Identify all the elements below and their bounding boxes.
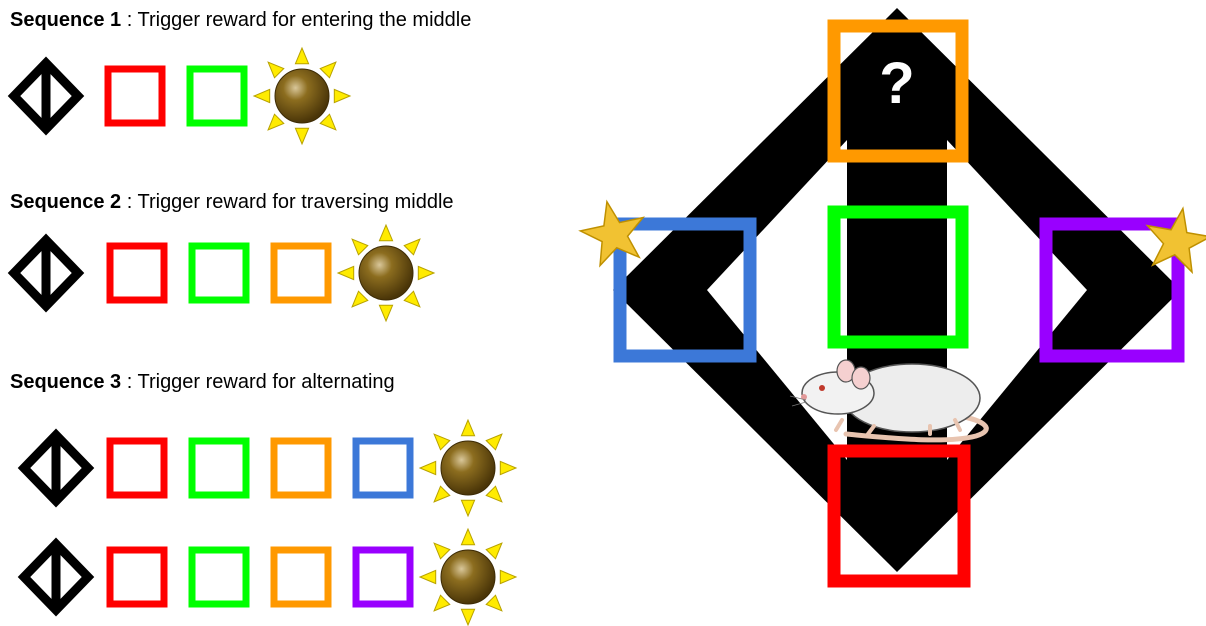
seq3-row1-start-icon bbox=[17, 428, 95, 508]
seq1-row1-reward-icon bbox=[252, 46, 352, 146]
maze: ? bbox=[578, 8, 1206, 588]
seq3-row2-start-icon bbox=[17, 537, 95, 617]
unknown-marker: ? bbox=[879, 51, 914, 116]
seq1-row1-box-green bbox=[186, 65, 248, 127]
seq1-row1-box-red bbox=[104, 65, 166, 127]
zone-top-orange bbox=[827, 19, 969, 163]
seq3-row2-reward-icon bbox=[418, 527, 518, 626]
sequence-rows bbox=[7, 46, 518, 626]
seq3-row2-box-red bbox=[106, 546, 168, 608]
seq3-row2-box-green bbox=[188, 546, 250, 608]
seq2-row1-start-icon bbox=[7, 233, 85, 313]
maze-inner-right bbox=[947, 140, 1087, 460]
zone-bottom-red bbox=[827, 444, 971, 588]
sequence-2-title: Sequence 2 : Trigger reward for traversi… bbox=[10, 191, 454, 213]
seq3-row1-box-red bbox=[106, 437, 168, 499]
rat-icon bbox=[789, 359, 989, 443]
seq2-row1-box-orange bbox=[270, 242, 332, 304]
zone-right-purple bbox=[1039, 217, 1185, 363]
sequence-3-title: Sequence 3 : Trigger reward for alternat… bbox=[10, 371, 395, 393]
zone-left-blue bbox=[613, 217, 757, 363]
seq3-row1-reward-icon bbox=[418, 418, 518, 518]
seq1-row1-start-icon bbox=[7, 56, 85, 136]
seq3-row1-box-green bbox=[188, 437, 250, 499]
seq3-row2-box-purple bbox=[352, 546, 414, 608]
reward-star-right-icon bbox=[1145, 206, 1206, 275]
reward-star-left-icon bbox=[578, 199, 645, 268]
seq3-row1-box-blue bbox=[352, 437, 414, 499]
zone-middle-green bbox=[827, 205, 969, 349]
sequence-1-title: Sequence 1 : Trigger reward for entering… bbox=[10, 9, 472, 31]
seq2-row1-box-green bbox=[188, 242, 250, 304]
seq3-row1-box-orange bbox=[270, 437, 332, 499]
seq2-row1-box-red bbox=[106, 242, 168, 304]
seq2-row1-reward-icon bbox=[336, 223, 436, 323]
seq3-row2-box-orange bbox=[270, 546, 332, 608]
